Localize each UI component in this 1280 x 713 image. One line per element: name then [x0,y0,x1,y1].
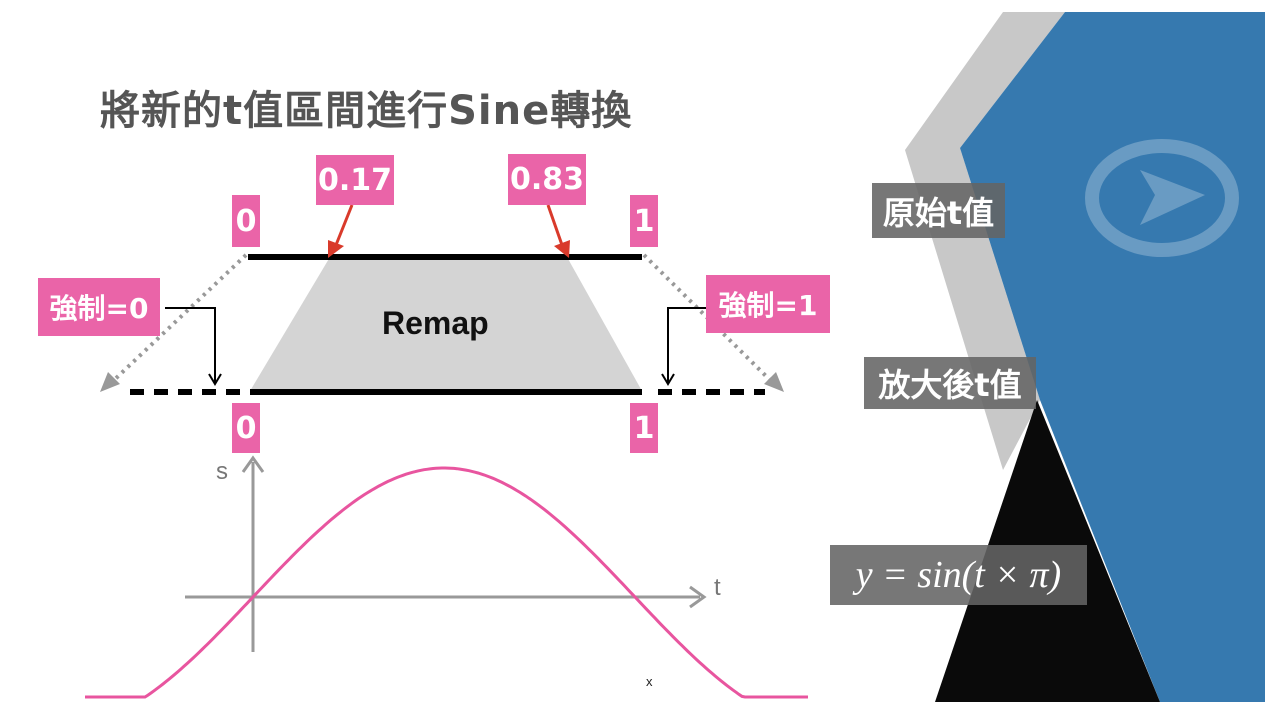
extend-arrow-left [100,253,248,392]
remap-trapezoid [250,257,642,391]
marker-high-label: 0.83 [508,154,586,205]
bottom-start-label: 0 [232,403,260,453]
x-axis [185,585,707,609]
side-blue-panel [960,12,1265,702]
top-end-label: 1 [630,195,658,247]
sine-formula: y = sin(t × π) [830,545,1087,605]
x-axis-label: t [714,574,721,601]
logo-watermark-icon [1085,139,1239,257]
clamp-high-label: 強制=1 [706,275,830,333]
bottom-end-label: 1 [630,403,658,453]
y-axis-label: s [216,458,228,485]
sine-curve [85,466,808,699]
clamp-arrow-right [661,307,710,386]
side-gray-chevron [905,12,1065,470]
red-arrow-high [546,204,570,258]
red-arrow-low [328,204,354,258]
remap-label: Remap [382,305,489,341]
clamp-low-label: 強制=0 [38,278,160,336]
clamp-arrow-left [165,307,222,386]
scaled-t-label: 放大後t值 [864,357,1036,409]
y-axis [241,455,265,652]
original-t-label: 原始t值 [872,183,1005,238]
top-start-label: 0 [232,195,260,247]
page-title: 將新的t值區間進行Sine轉換 [100,88,633,134]
marker-low-label: 0.17 [316,155,394,205]
stray-x-label: x [646,674,653,689]
